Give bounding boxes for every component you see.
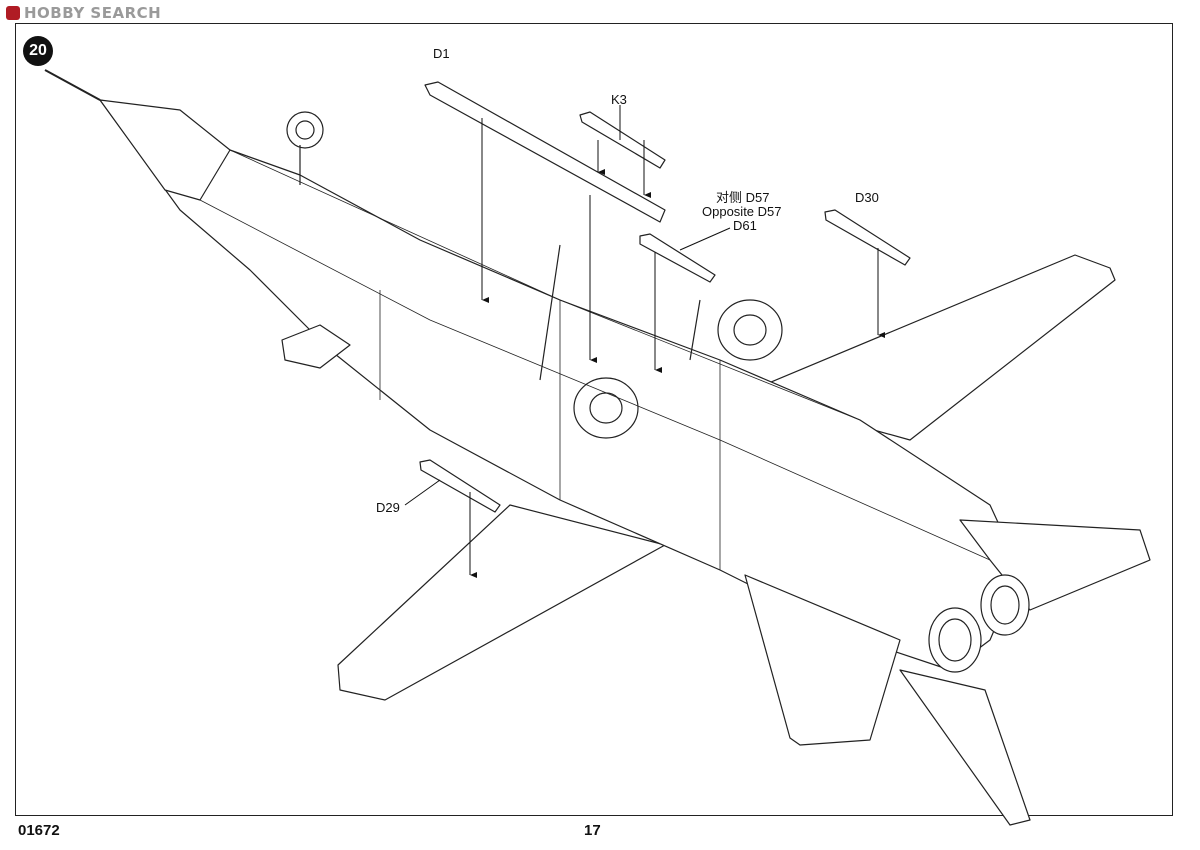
kit-code: 01672 — [18, 822, 60, 839]
part-d1-shape — [424, 81, 666, 223]
part-k3-shape — [579, 111, 666, 169]
main-wheel-left — [573, 377, 639, 439]
watermark-text: HOBBY SEARCH — [24, 4, 162, 22]
nose-wheel — [286, 111, 324, 149]
main-wheel-right — [717, 299, 783, 361]
ventral-fin — [899, 669, 1031, 826]
part-label-d57-en: Opposite D57 — [702, 204, 782, 219]
right-exhaust — [980, 574, 1030, 636]
part-label-d1: D1 — [433, 46, 450, 61]
instruction-frame — [15, 23, 1173, 816]
air-intake — [281, 324, 351, 369]
left-exhaust — [928, 607, 982, 673]
page-number: 17 — [584, 822, 601, 839]
left-wing — [337, 504, 666, 701]
part-label-d61: D61 — [733, 218, 757, 233]
part-label-d57-cn: 对侧 D57 — [716, 190, 770, 205]
watermark: HOBBY SEARCH — [6, 4, 161, 22]
nose-cone — [99, 99, 231, 201]
hobby-search-logo-icon — [6, 6, 20, 20]
part-d30-shape — [824, 209, 911, 266]
part-label-d30: D30 — [855, 190, 879, 205]
part-label-k3: K3 — [611, 92, 627, 107]
part-d29-shape — [419, 459, 501, 513]
right-stabilizer — [959, 519, 1151, 611]
part-d61-shape — [639, 233, 716, 283]
step-number-badge: 20 — [23, 36, 53, 66]
part-label-d29: D29 — [376, 500, 400, 515]
lower-tail — [744, 574, 901, 746]
